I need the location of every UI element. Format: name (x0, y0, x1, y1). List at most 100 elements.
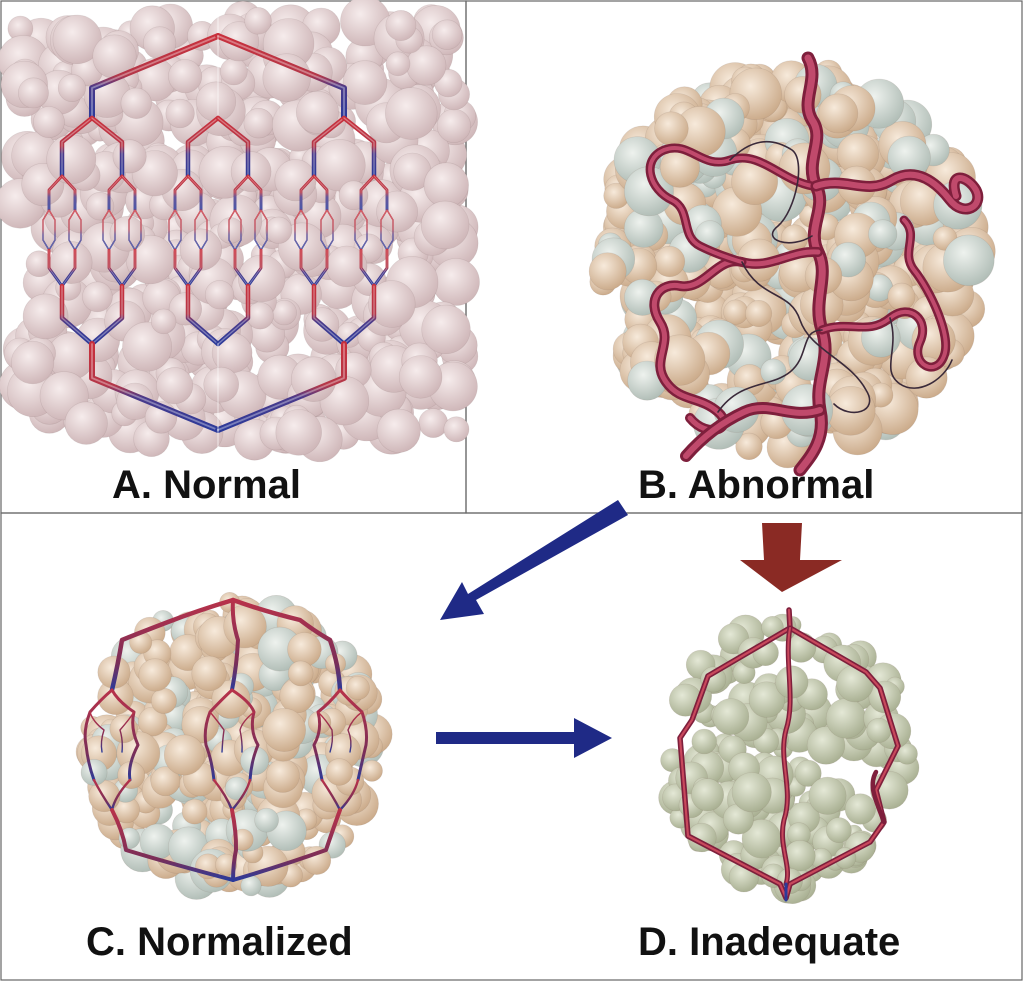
normal-vessel-highlight (234, 249, 249, 287)
tissue-cell (825, 698, 867, 739)
panel-b-label: B. Abnormal (638, 463, 875, 507)
normal-vessel (107, 248, 124, 288)
normal-vessel-highlight (91, 343, 219, 431)
normalized-vessel (338, 688, 369, 782)
inadequate-vessel-outline-hl (678, 608, 900, 900)
normal-vessel-highlight (313, 249, 328, 287)
normal-vessel (59, 283, 95, 347)
normal-vessel (215, 115, 251, 179)
abnormal-vessel-right-lower-hl (820, 218, 948, 370)
tissue-cell (265, 758, 300, 793)
tissue-cell (275, 409, 322, 456)
normal-vessel (89, 283, 125, 347)
normal-vessel-highlight (187, 175, 202, 211)
tissue-cell (943, 234, 995, 286)
normal-vessel-highlight (61, 175, 76, 211)
tissue-cell (265, 216, 293, 244)
tissue-cell (220, 57, 248, 86)
tissue-cell (385, 87, 438, 140)
normalized-vessel (230, 688, 260, 782)
abnormal-vessel-upper-left-hl (648, 146, 814, 264)
tissue-cell (423, 162, 469, 208)
tissue-cell (731, 772, 772, 813)
normal-vessel-highlight (108, 249, 123, 287)
tissue-cell (780, 224, 809, 252)
tissue-cell (203, 366, 239, 403)
tissue-cell (825, 817, 852, 844)
tissue-cell (287, 660, 314, 687)
tissue-cell (120, 87, 152, 119)
normal-vessel (215, 33, 347, 121)
normal-vessel (341, 115, 377, 179)
normal-vessel-highlight (174, 175, 189, 211)
tissue-cell (735, 432, 763, 461)
normal-vessel (89, 115, 125, 179)
normal-vessel (186, 174, 203, 212)
tissue-cell (33, 106, 65, 139)
abnormal-vessel-bottom-hl (683, 405, 823, 459)
tissue-cell (421, 304, 471, 355)
normal-vessel-highlight (343, 117, 375, 177)
panel-a-label: A. Normal (112, 463, 301, 507)
normal-vessel-highlight (91, 285, 123, 345)
tissue-cell (168, 59, 203, 94)
normal-vessel (215, 283, 251, 347)
normal-vessel-highlight (91, 35, 219, 119)
normal-vessel-highlight (313, 175, 328, 211)
normalized-vessel (110, 688, 140, 782)
normal-vessel (299, 248, 316, 288)
normal-vessel (89, 33, 221, 121)
normalized-vessel (209, 711, 225, 753)
panel-b-vessels (645, 51, 984, 477)
normalized-vessel (109, 597, 236, 693)
normal-vessel-highlight (234, 175, 249, 211)
normalized-vessel (83, 688, 114, 782)
tissue-cell (163, 734, 205, 776)
tissue-cell (398, 355, 443, 399)
normal-vessel (341, 283, 377, 347)
abnormal-capillary-3 (889, 317, 953, 389)
normal-vessel-highlight (300, 249, 315, 287)
normal-vessel (173, 248, 190, 288)
tissue-cell (244, 7, 272, 35)
tissue-cell (712, 698, 750, 736)
tissue-cell (432, 258, 480, 306)
tissue-cell (420, 200, 470, 250)
tissue-cell (302, 845, 332, 875)
normal-vessel-highlight (187, 285, 219, 345)
tissue-cell (262, 708, 307, 752)
normal-vessel (311, 283, 347, 347)
normal-vessel-highlight (360, 249, 375, 287)
inadequate-vessel-stub (870, 769, 887, 825)
tissue-cell (385, 10, 417, 41)
normalized-vessel (231, 808, 342, 882)
normal-vessel-highlight (343, 285, 375, 345)
arrow-b-to-c (440, 500, 628, 620)
tissue-cell (156, 367, 194, 405)
tissue-cell (691, 728, 717, 755)
normal-vessel-highlight (108, 175, 123, 211)
panel-a-vessels (42, 12, 394, 450)
tissue-cell (745, 299, 773, 327)
tissue-cell (360, 759, 383, 782)
arrow-c-to-d (436, 718, 612, 758)
normalized-vessel (312, 688, 342, 782)
tissue-cell (246, 302, 274, 330)
tissue-cell (230, 151, 272, 192)
tissue-cell (46, 134, 97, 185)
tissue-cell (262, 53, 311, 102)
tissue-cell (418, 408, 449, 438)
normal-vessel (59, 115, 95, 179)
tissue-cell (868, 219, 898, 249)
normal-vessel-highlight (247, 249, 262, 287)
tissue-cell (240, 746, 270, 776)
normal-vessel (89, 341, 221, 433)
panel-d-label: D. Inadequate (638, 920, 901, 964)
normal-vessel (312, 248, 329, 288)
tissue-cell (844, 793, 877, 825)
tissue-cell (385, 51, 411, 77)
inadequate-vessel-center-hl (781, 627, 792, 885)
normal-vessel-highlight (48, 175, 63, 211)
normalized-vessel (110, 808, 235, 882)
panel-c-label: C. Normalized (86, 920, 353, 964)
